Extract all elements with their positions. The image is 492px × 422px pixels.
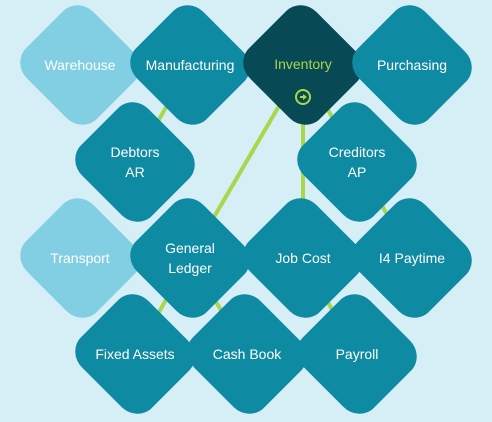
arrow-right-circle-icon[interactable]	[295, 89, 311, 105]
